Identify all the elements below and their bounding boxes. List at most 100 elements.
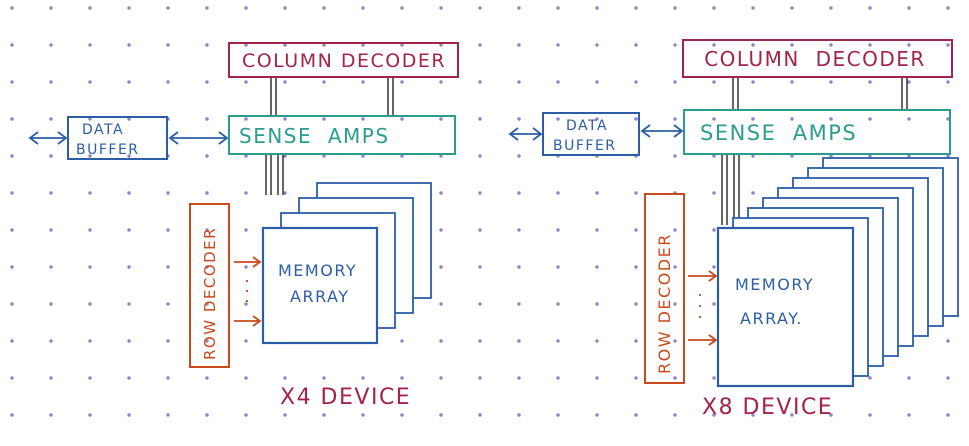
grid-dot bbox=[88, 80, 92, 84]
column-decoder-label: COLUMN DECODER bbox=[242, 50, 446, 72]
grid-dot bbox=[517, 265, 521, 269]
grid-dot bbox=[244, 191, 248, 195]
grid-dot bbox=[478, 80, 482, 84]
grid-dot bbox=[829, 6, 833, 10]
memory-array-label-line2: ARRAY bbox=[290, 287, 350, 306]
grid-dot bbox=[946, 413, 950, 417]
grid-dot bbox=[439, 302, 443, 306]
grid-dot bbox=[166, 80, 170, 84]
sense-amps-label: SENSE AMPS bbox=[239, 124, 390, 148]
grid-dot bbox=[517, 80, 521, 84]
grid-dot bbox=[673, 154, 677, 158]
grid-dot bbox=[868, 154, 872, 158]
amps-to-array-lines bbox=[721, 155, 740, 225]
grid-dot bbox=[400, 43, 404, 47]
grid-dot bbox=[634, 339, 638, 343]
grid-dot bbox=[439, 43, 443, 47]
row-decoder-label: ROW DECODER bbox=[201, 227, 219, 360]
grid-dot bbox=[244, 228, 248, 232]
grid-dot bbox=[283, 117, 287, 121]
grid-dot bbox=[829, 117, 833, 121]
grid-dot bbox=[634, 43, 638, 47]
grid-dot bbox=[244, 376, 248, 380]
grid-dot bbox=[361, 413, 365, 417]
grid-dot bbox=[868, 43, 872, 47]
grid-dot bbox=[556, 80, 560, 84]
grid-dot bbox=[283, 43, 287, 47]
grid-dot bbox=[907, 154, 911, 158]
grid-dot bbox=[49, 154, 53, 158]
grid-dot bbox=[361, 80, 365, 84]
grid-dot bbox=[634, 80, 638, 84]
grid-dot bbox=[205, 265, 209, 269]
grid-dot bbox=[10, 265, 14, 269]
grid-dot bbox=[400, 80, 404, 84]
column-decoder-box bbox=[228, 42, 459, 78]
sense-amps-box bbox=[228, 115, 456, 155]
grid-dot bbox=[244, 265, 248, 269]
grid-dot bbox=[10, 43, 14, 47]
grid-dot bbox=[712, 117, 716, 121]
sense-amps-box bbox=[683, 109, 951, 155]
grid-dot bbox=[322, 80, 326, 84]
grid-dot bbox=[673, 339, 677, 343]
data-buffer-box bbox=[67, 116, 168, 160]
grid-dot bbox=[790, 43, 794, 47]
sense-amps-label: SENSE AMPS bbox=[700, 121, 857, 145]
grid-dot bbox=[556, 413, 560, 417]
grid-dot bbox=[244, 154, 248, 158]
grid-dot bbox=[517, 6, 521, 10]
grid-dot bbox=[166, 376, 170, 380]
x4-caption: X4 DEVICE bbox=[280, 385, 411, 410]
grid-dot bbox=[244, 117, 248, 121]
grid-dot bbox=[439, 376, 443, 380]
memory-array-label-line2: ARRAY. bbox=[740, 309, 803, 328]
grid-dot bbox=[595, 376, 599, 380]
grid-dot bbox=[88, 302, 92, 306]
grid-dot bbox=[361, 117, 365, 121]
grid-dot bbox=[478, 376, 482, 380]
grid-dot bbox=[439, 154, 443, 158]
grid-dot bbox=[322, 43, 326, 47]
grid-dot bbox=[946, 339, 950, 343]
grid-dot bbox=[361, 154, 365, 158]
grid-dot bbox=[88, 117, 92, 121]
grid-dot bbox=[907, 43, 911, 47]
grid-dot bbox=[712, 154, 716, 158]
grid-dot bbox=[283, 413, 287, 417]
grid-dot bbox=[127, 302, 131, 306]
grid-dot bbox=[751, 6, 755, 10]
grid-dot bbox=[712, 80, 716, 84]
grid-dot bbox=[478, 302, 482, 306]
grid-dot bbox=[205, 154, 209, 158]
grid-dot bbox=[88, 154, 92, 158]
grid-dot bbox=[517, 43, 521, 47]
grid-dot bbox=[88, 191, 92, 195]
grid-dot bbox=[166, 191, 170, 195]
grid-dot bbox=[244, 302, 248, 306]
grid-dot bbox=[946, 80, 950, 84]
grid-dot bbox=[712, 6, 716, 10]
grid-dot bbox=[127, 339, 131, 343]
grid-dot bbox=[49, 191, 53, 195]
grid-dot bbox=[400, 117, 404, 121]
grid-dot bbox=[556, 265, 560, 269]
grid-dot bbox=[478, 191, 482, 195]
grid-dot bbox=[751, 43, 755, 47]
grid-dot bbox=[49, 6, 53, 10]
grid-dot bbox=[439, 191, 443, 195]
grid-dot bbox=[49, 302, 53, 306]
grid-dot bbox=[478, 6, 482, 10]
grid-dot bbox=[595, 80, 599, 84]
grid-dot bbox=[907, 376, 911, 380]
grid-dot bbox=[10, 80, 14, 84]
grid-dot bbox=[400, 339, 404, 343]
grid-dot bbox=[595, 117, 599, 121]
grid-dot bbox=[127, 117, 131, 121]
grid-dot bbox=[556, 117, 560, 121]
grid-dot bbox=[322, 413, 326, 417]
grid-dot bbox=[166, 302, 170, 306]
grid-dot bbox=[88, 6, 92, 10]
data-buffer-label-line1: DATA bbox=[82, 122, 124, 138]
grid-dot bbox=[205, 302, 209, 306]
